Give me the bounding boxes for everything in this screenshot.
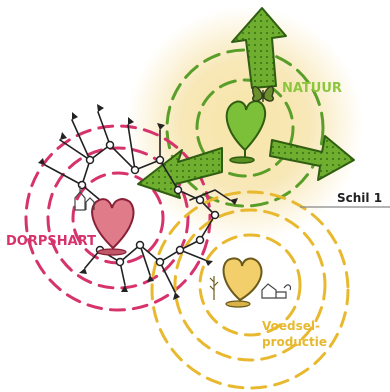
label-dorpshart: DORPSHART <box>6 234 96 249</box>
tree-icon <box>209 276 219 300</box>
road-arrow-icons <box>38 104 238 300</box>
voedsel-rings <box>150 190 350 390</box>
dorpshart-rings <box>24 124 212 312</box>
village-icon <box>74 186 95 211</box>
house-icon <box>261 283 292 299</box>
label-voedsel-line2: productie <box>262 335 327 349</box>
label-schil: Schil 1 <box>337 191 382 205</box>
natuur-heart-icon <box>225 100 267 164</box>
butterfly-icon <box>252 86 274 102</box>
voedsel-heart-icon <box>222 257 263 308</box>
natuur-rings <box>165 48 325 208</box>
dorpshart-heart-icon <box>91 198 135 256</box>
arrow-icon <box>137 7 355 199</box>
label-natuur: NATUUR <box>282 81 342 96</box>
label-voedsel-line1: Voedsel- <box>262 319 320 333</box>
